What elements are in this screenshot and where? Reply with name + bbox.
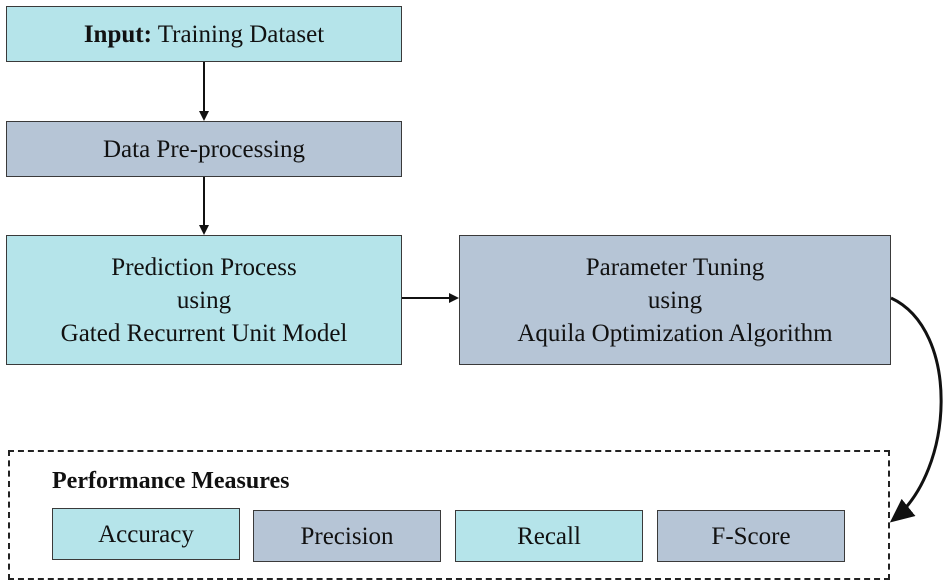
input-text: Training Dataset xyxy=(157,20,325,48)
tuning-line2: using xyxy=(647,286,703,314)
performance-measures-title: Performance Measures xyxy=(52,468,290,494)
parameter-tuning-box: Parameter Tuning using Aquila Optimizati… xyxy=(459,235,891,365)
prediction-line1: Prediction Process xyxy=(111,253,297,281)
measure-fscore-label: F-Score xyxy=(711,522,791,550)
tuning-line1: Parameter Tuning xyxy=(585,253,765,281)
measure-precision-box: Precision xyxy=(253,510,441,562)
performance-measures-frame xyxy=(8,450,890,580)
data-preprocessing-box: Data Pre-processing xyxy=(6,121,402,177)
input-training-dataset-box: Input: Training Dataset xyxy=(6,6,402,62)
input-label: Input: xyxy=(83,20,152,48)
measure-precision-label: Precision xyxy=(300,522,394,550)
measure-fscore-box: F-Score xyxy=(657,510,845,562)
arrow-tuning-to-performance xyxy=(889,296,943,523)
measure-accuracy-box: Accuracy xyxy=(52,508,240,560)
prediction-line3: Gated Recurrent Unit Model xyxy=(60,319,348,347)
measure-accuracy-label: Accuracy xyxy=(98,520,194,548)
tuning-line3: Aquila Optimization Algorithm xyxy=(517,319,833,347)
prediction-line2: using xyxy=(176,286,232,314)
input-label-line: Input: Training Dataset xyxy=(84,18,324,51)
measure-recall-box: Recall xyxy=(455,510,643,562)
prediction-process-box: Prediction Process using Gated Recurrent… xyxy=(6,235,402,365)
preprocess-label: Data Pre-processing xyxy=(102,135,305,163)
measure-recall-label: Recall xyxy=(517,522,581,550)
